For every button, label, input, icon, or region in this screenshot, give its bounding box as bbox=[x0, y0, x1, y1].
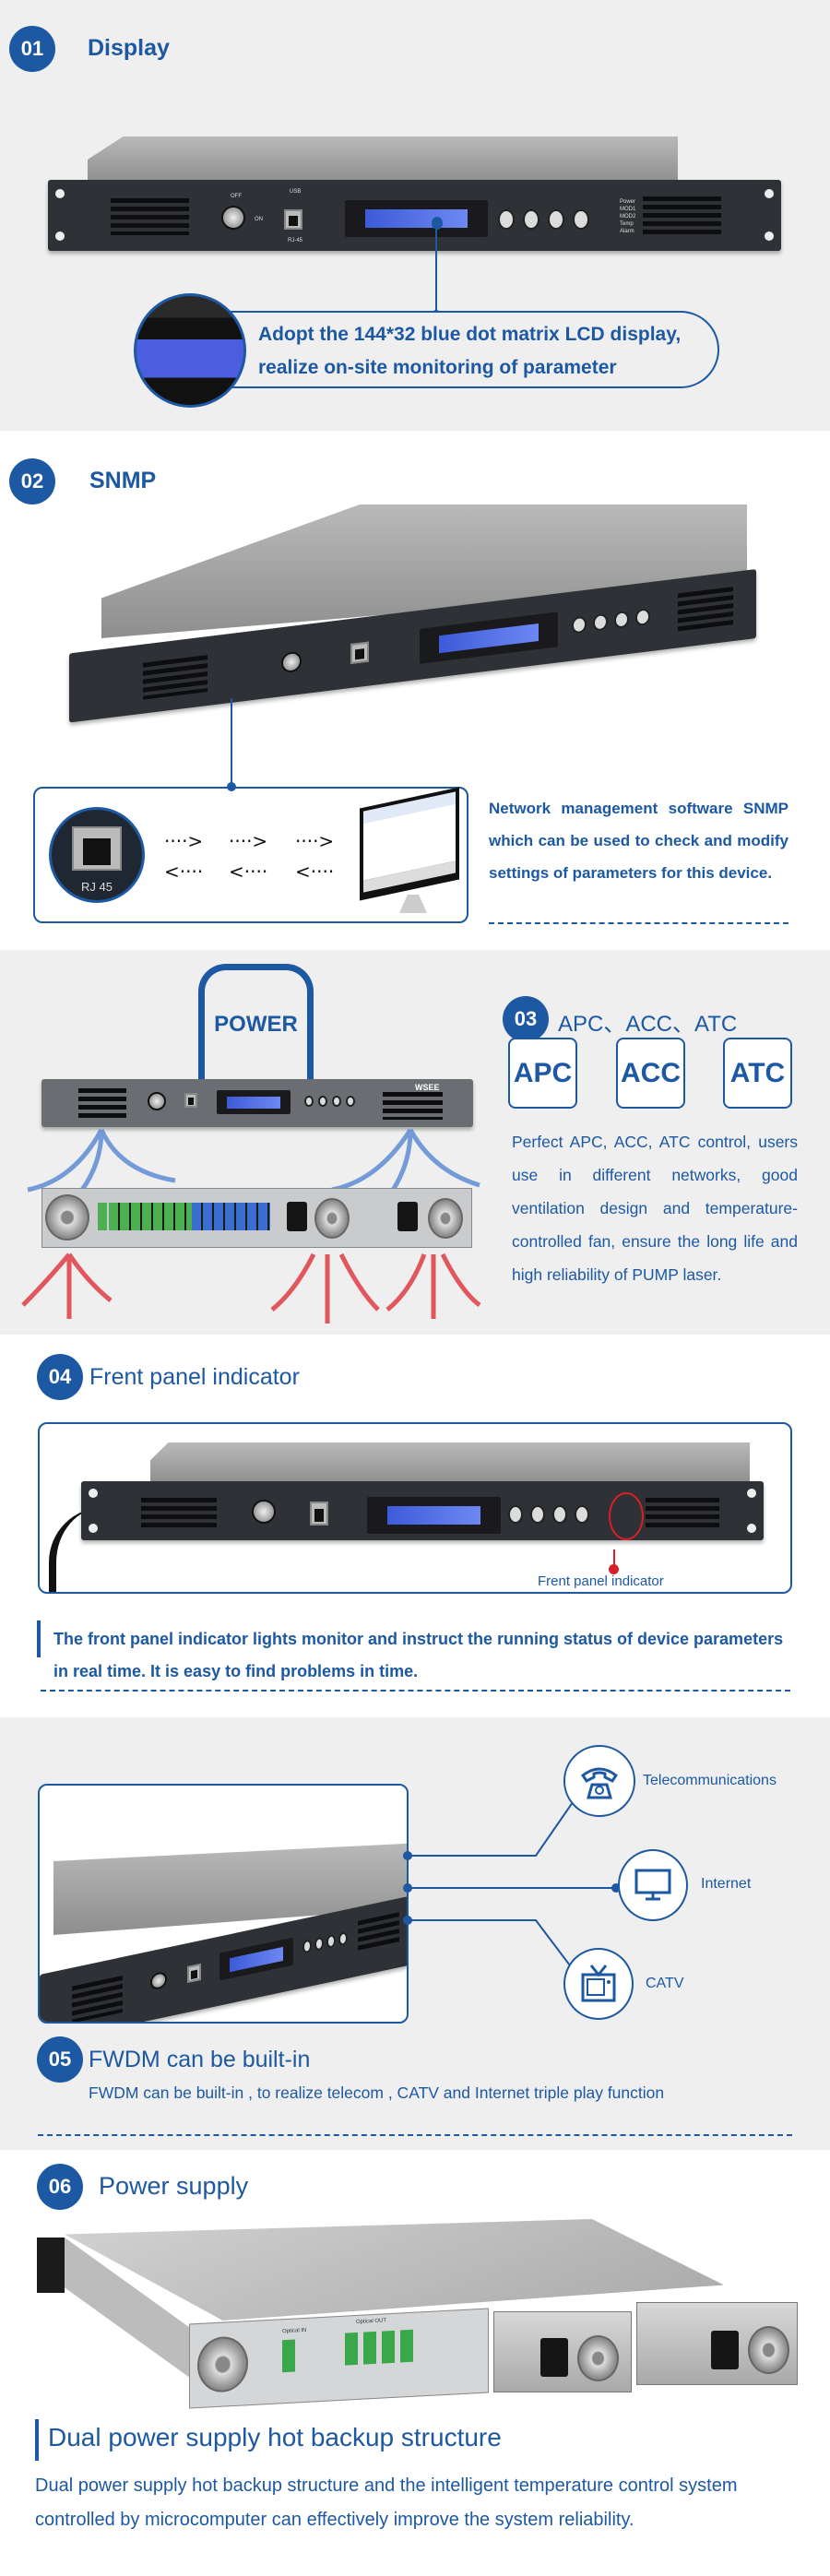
indicator-callout-label: Frent panel indicator bbox=[538, 1573, 664, 1589]
acc-box: ACC bbox=[616, 1038, 685, 1109]
down-button[interactable] bbox=[548, 209, 564, 230]
computer-monitor-image bbox=[360, 787, 459, 901]
section-number-badge: 04 bbox=[37, 1354, 83, 1400]
section-title: Power supply bbox=[99, 2172, 249, 2200]
fwdm-description: FWDM can be built-in , to realize teleco… bbox=[89, 2083, 665, 2102]
section-snmp: 02 SNMP RJ 45 ····> ····> ····> <···· <·… bbox=[0, 431, 830, 950]
front-device-image: WSEE bbox=[42, 1079, 473, 1127]
indicator-description: The front panel indicator lights monitor… bbox=[53, 1630, 784, 1680]
section-fwdm: Telecommunications Internet CATV 05 FWDM… bbox=[0, 1717, 830, 2150]
arrow-right-icon: ····> bbox=[164, 830, 204, 852]
section-front-panel-indicator: 04 Frent panel indicator Frent panel ind… bbox=[0, 1335, 830, 1717]
section-title: FWDM can be built-in bbox=[89, 2047, 311, 2072]
airflow-arrows bbox=[21, 1128, 481, 1324]
internet-label: Internet bbox=[701, 1876, 752, 1892]
on-label: ON bbox=[255, 217, 263, 222]
callout-line-1: Adopt the 144*32 blue dot matrix LCD dis… bbox=[258, 324, 682, 345]
arrow-left-icon: <···· bbox=[164, 861, 204, 883]
lcd-closeup-image bbox=[134, 293, 246, 408]
key-switch[interactable] bbox=[221, 206, 245, 230]
section-title: SNMP bbox=[89, 468, 157, 493]
usb-label: USB bbox=[290, 189, 302, 195]
snmp-diagram-box: RJ 45 ····> ····> ····> <···· <···· <···… bbox=[33, 787, 468, 923]
arrow-right-icon: ····> bbox=[229, 830, 268, 852]
rj45-port[interactable] bbox=[284, 209, 302, 230]
optical-out-label: Optical OUT bbox=[356, 2318, 387, 2326]
section-title: Frent panel indicator bbox=[89, 1364, 300, 1390]
section-number-badge: 05 bbox=[37, 2036, 83, 2083]
optical-in-label: Optical IN bbox=[282, 2327, 307, 2335]
indicator-image-box: Frent panel indicator bbox=[38, 1422, 792, 1594]
up-button[interactable] bbox=[523, 209, 540, 230]
brand-logo: WSEE bbox=[415, 1083, 440, 1092]
apc-box: APC bbox=[508, 1038, 577, 1109]
arrow-right-icon: ····> bbox=[295, 830, 335, 852]
section-title: APC、ACC、ATC bbox=[558, 1012, 738, 1037]
section-power-supply: 06 Power supply Optical IN Optical OUT D… bbox=[0, 2150, 830, 2576]
section-number-badge: 01 bbox=[9, 26, 55, 72]
rj45-port-image: RJ 45 bbox=[49, 807, 145, 903]
fwdm-image-box bbox=[38, 1784, 409, 2024]
telephone-icon bbox=[563, 1745, 635, 1817]
shield-label: POWER bbox=[214, 1012, 298, 1037]
dual-power-heading: Dual power supply hot backup structure bbox=[48, 2423, 502, 2451]
callout-pill: Adopt the 144*32 blue dot matrix LCD dis… bbox=[221, 311, 719, 388]
tv-icon bbox=[563, 1948, 634, 2020]
rear-device-image bbox=[42, 1188, 472, 1248]
section-title: Display bbox=[88, 35, 170, 61]
power-supply-description: Dual power supply hot backup structure a… bbox=[35, 2475, 738, 2530]
arrow-left-icon: <···· bbox=[295, 861, 335, 883]
telecommunications-label: Telecommunications bbox=[643, 1773, 777, 1788]
arrow-left-icon: <···· bbox=[229, 861, 268, 883]
enter-button[interactable] bbox=[573, 209, 589, 230]
monitor-icon bbox=[618, 1849, 688, 1921]
snmp-description: Network management software SNMP which c… bbox=[489, 800, 788, 882]
rj45-label: RJ-45 bbox=[288, 238, 303, 243]
section-number-badge: 02 bbox=[9, 458, 55, 505]
back-button[interactable] bbox=[498, 209, 515, 230]
shield-icon: POWER bbox=[198, 964, 314, 1093]
indicator-highlight-circle bbox=[609, 1492, 644, 1540]
rj45-label: RJ 45 bbox=[81, 880, 113, 894]
section-number-badge: 06 bbox=[37, 2164, 83, 2210]
apc-description: Perfect APC, ACC, ATC control, users use… bbox=[512, 1133, 798, 1284]
atc-box: ATC bbox=[723, 1038, 792, 1109]
callout-line-2: realize on-site monitoring of parameter bbox=[258, 357, 617, 378]
section-number-badge: 03 bbox=[503, 996, 549, 1042]
off-label: OFF bbox=[231, 194, 242, 199]
section-apc-acc-atc: POWER WSEE 03 APC、ACC、ATC APC ACC ATC Pe… bbox=[0, 950, 830, 1335]
catv-label: CATV bbox=[646, 1976, 684, 1991]
